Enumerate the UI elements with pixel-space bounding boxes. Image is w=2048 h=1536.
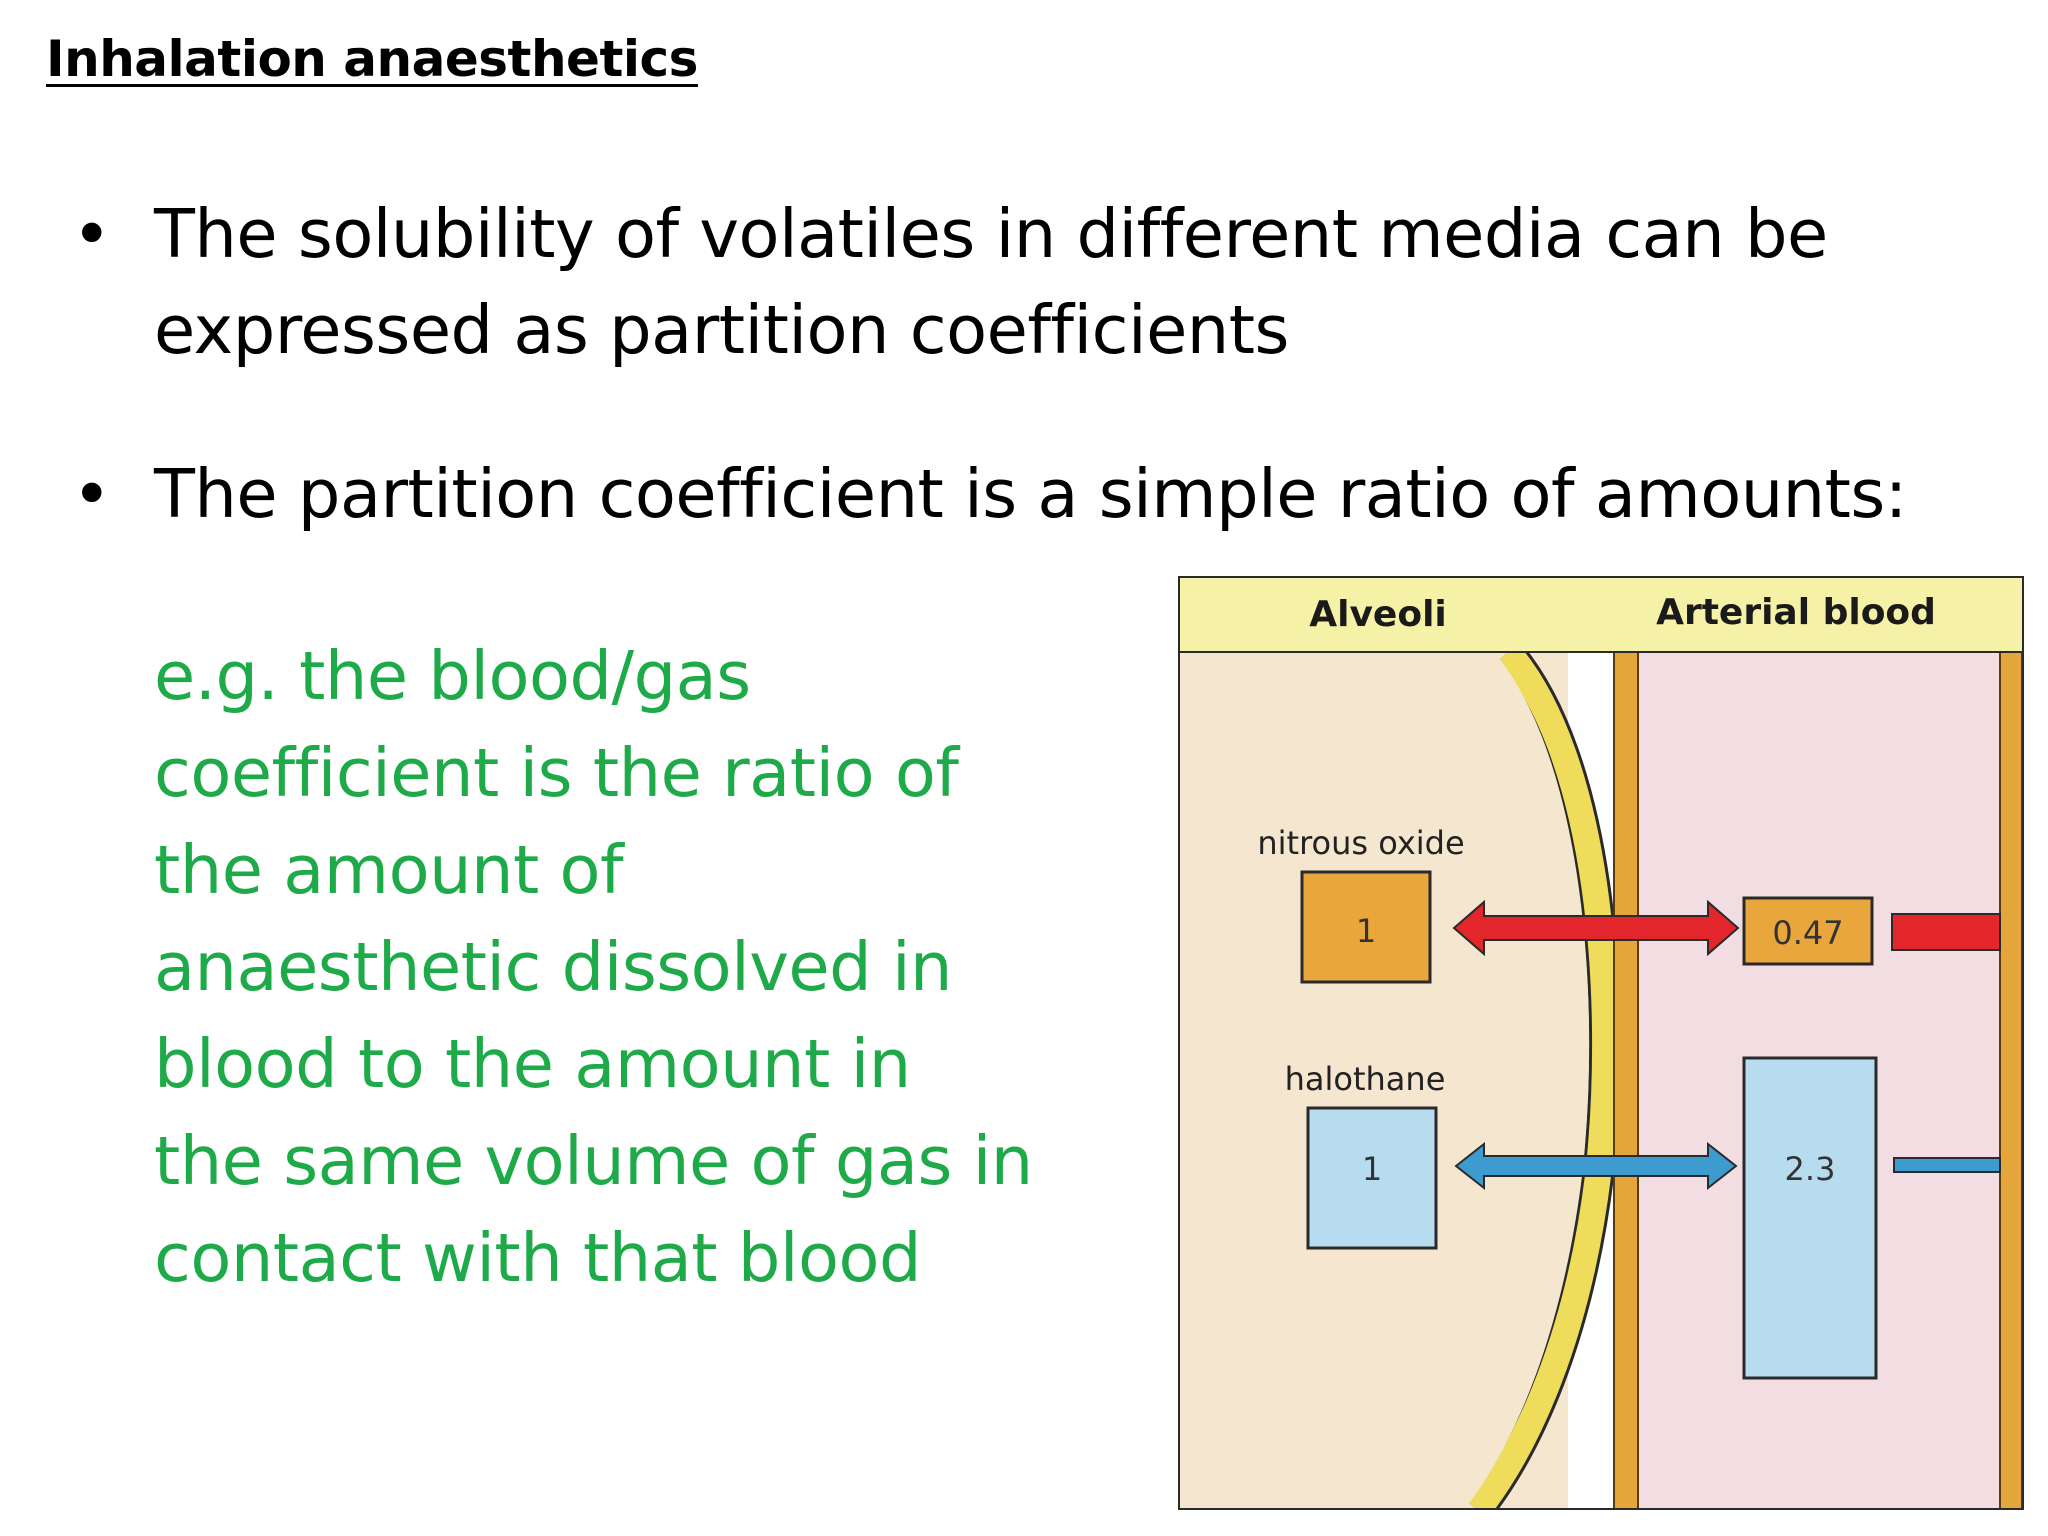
header-arterial-blood-label: Arterial blood (1656, 592, 1936, 633)
partition-diagram: Alveoli Arterial blood nitrous oxide 1 0… (1178, 576, 2024, 1510)
bullet-dot-icon: • (72, 195, 112, 273)
halothane-blood-value: 2.3 (1785, 1150, 1836, 1188)
nitrous-oxide-alveoli-box (1300, 870, 1432, 984)
header-alveoli-label: Alveoli (1309, 594, 1447, 635)
alveoli-fill (1178, 652, 1590, 1510)
example-line: anaesthetic dissolved in (154, 928, 953, 1006)
bullet-line: The partition coefficient is a simple ra… (154, 455, 1907, 533)
nitrous-oxide-blood-box (1742, 896, 1874, 966)
bullet-partition-coefficient: • The partition coefficient is a simple … (70, 446, 2010, 542)
nitrous-oxide-outflow (1891, 913, 2001, 951)
halothane-label: halothane (1285, 1060, 1446, 1098)
example-text: e.g. the blood/gas coefficient is the ra… (154, 628, 1054, 1307)
bullet-dot-icon: • (72, 455, 112, 533)
diagram-frame (1178, 576, 2024, 1510)
halothane-alveoli-box (1306, 1106, 1438, 1250)
bullet-list: • The solubility of volatiles in differe… (70, 186, 2010, 542)
vessel-wall-left (1613, 651, 1639, 1510)
halothane-exchange-arrow (1454, 1141, 1738, 1191)
slide-title: Inhalation anaesthetics (46, 30, 698, 88)
example-line: blood to the amount in (154, 1025, 911, 1103)
example-line: contact with that blood (154, 1219, 921, 1297)
bullet-line: expressed as partition coefficients (154, 291, 1289, 369)
diagram-header (1178, 576, 2024, 653)
alveolar-membrane (1467, 643, 1619, 1510)
bullet-solubility: • The solubility of volatiles in differe… (70, 186, 2010, 378)
example-line: e.g. the blood/gas (154, 637, 751, 715)
halothane-outflow (1893, 1157, 2001, 1173)
nitrous-oxide-alveoli-value: 1 (1356, 912, 1376, 950)
partition-diagram-svg: Alveoli Arterial blood nitrous oxide 1 0… (1178, 576, 2024, 1510)
nitrous-oxide-label: nitrous oxide (1257, 824, 1464, 862)
example-line: the same volume of gas in (154, 1122, 1033, 1200)
example-line: coefficient is the ratio of (154, 734, 959, 812)
bullet-line: The solubility of volatiles in different… (154, 195, 1828, 273)
halothane-alveoli-value: 1 (1362, 1150, 1382, 1188)
nitrous-oxide-exchange-arrow (1452, 899, 1740, 957)
nitrous-oxide-blood-value: 0.47 (1772, 914, 1843, 952)
example-line: the amount of (154, 831, 624, 909)
halothane-blood-box (1742, 1056, 1878, 1380)
vessel-wall-right (1999, 651, 2023, 1510)
